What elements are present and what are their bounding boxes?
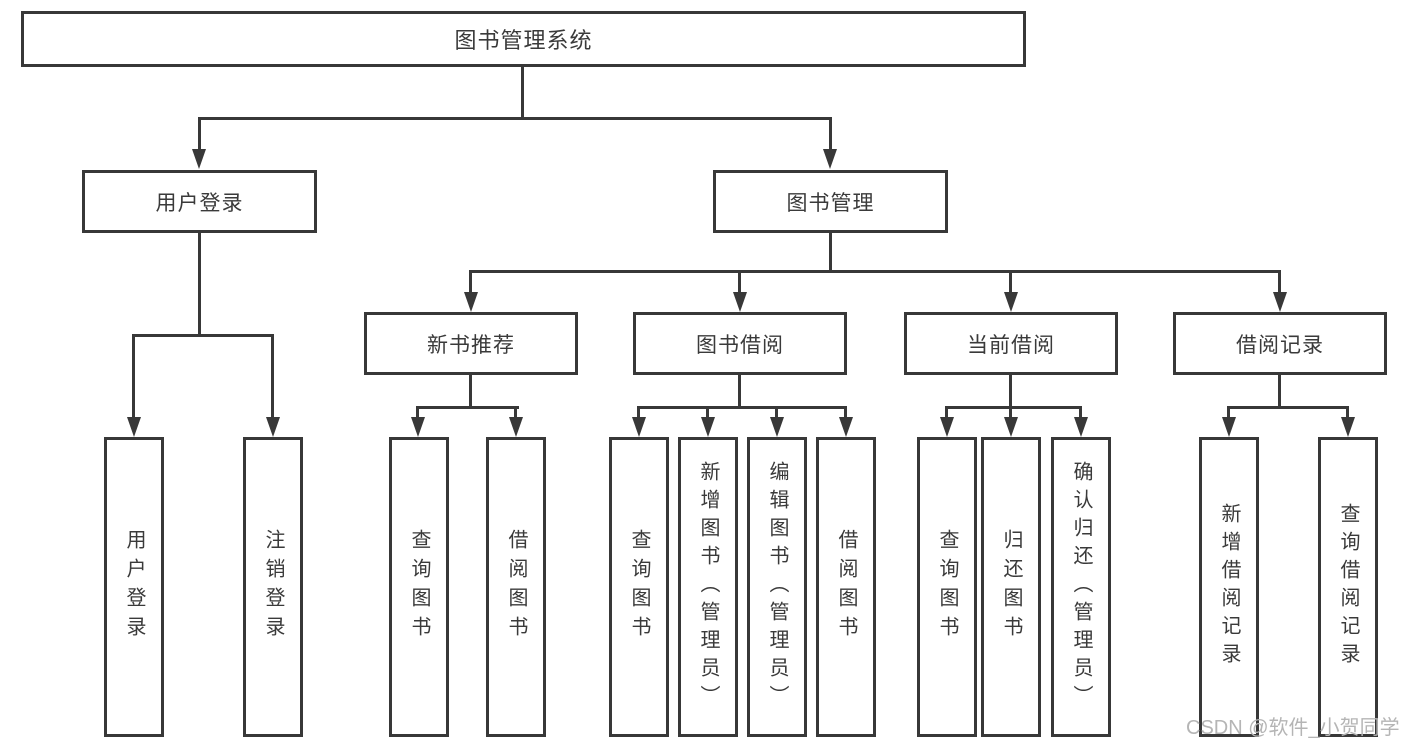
connector-line [198, 117, 832, 120]
connector-line [469, 374, 472, 409]
arrowhead-down [1074, 417, 1088, 437]
leaf-borrow-books: 借阅图书 [816, 437, 876, 737]
connector-line [1346, 406, 1349, 419]
connector-line [416, 406, 519, 409]
arrowhead-down [823, 149, 837, 169]
arrowhead-down [411, 417, 425, 437]
connector-line [829, 117, 832, 151]
connector-line [844, 406, 847, 419]
csdn-watermark: CSDN @软件_小贺同学 [1186, 717, 1400, 739]
node-book-management: 图书管理 [713, 170, 948, 233]
connector-line [514, 406, 517, 419]
connector-line [706, 406, 709, 419]
connector-line [198, 117, 201, 151]
connector-line [945, 406, 948, 419]
leaf-add-borrow-record-label: 新增借阅记录 [1218, 503, 1240, 671]
connector-line [738, 374, 741, 409]
connector-line [521, 67, 524, 120]
node-current-borrow-label: 当前借阅 [967, 333, 1055, 357]
arrowhead-down [1004, 292, 1018, 312]
node-new-book-recommend: 新书推荐 [364, 312, 578, 375]
leaf-logout-login-label: 注销登录 [262, 529, 284, 645]
node-user-login: 用户登录 [82, 170, 317, 233]
arrowhead-down [1222, 417, 1236, 437]
connector-line [1079, 406, 1082, 419]
connector-line [469, 270, 472, 294]
connector-line [1009, 406, 1012, 419]
connector-line [469, 270, 1281, 273]
connector-line [198, 232, 201, 337]
node-root: 图书管理系统 [21, 11, 1026, 67]
connector-line [738, 270, 741, 294]
connector-line [637, 406, 640, 419]
connector-line [132, 334, 274, 337]
arrowhead-down [632, 417, 646, 437]
node-new-book-recommend-label: 新书推荐 [427, 333, 515, 357]
arrowhead-down [1341, 417, 1355, 437]
leaf-borrow-books-recommend-label: 借阅图书 [505, 529, 527, 645]
leaf-add-borrow-record: 新增借阅记录 [1199, 437, 1259, 737]
leaf-user-login-label: 用户登录 [123, 529, 145, 645]
node-user-login-label: 用户登录 [155, 191, 244, 215]
leaf-borrow-books-label: 借阅图书 [835, 529, 857, 645]
leaf-add-books-admin-label: 新增图书（管理员） [697, 461, 719, 713]
connector-line [1227, 406, 1230, 419]
arrowhead-down [1273, 292, 1287, 312]
leaf-confirm-return-admin: 确认归还（管理员） [1051, 437, 1111, 737]
connector-line [1278, 270, 1281, 294]
leaf-edit-books-admin-label: 编辑图书（管理员） [766, 461, 788, 713]
connector-line [829, 232, 832, 273]
connector-line [1009, 374, 1012, 409]
connector-line [1009, 270, 1012, 294]
node-book-borrow-label: 图书借阅 [696, 333, 784, 357]
arrowhead-down [192, 149, 206, 169]
arrowhead-down [940, 417, 954, 437]
leaf-query-books-borrow: 查询图书 [609, 437, 669, 737]
node-book-borrow: 图书借阅 [633, 312, 847, 375]
connector-line [132, 334, 135, 419]
leaf-logout-login: 注销登录 [243, 437, 303, 737]
connector-line [1227, 406, 1349, 409]
leaf-return-books-label: 归还图书 [1000, 529, 1022, 645]
arrowhead-down [464, 292, 478, 312]
connector-line [945, 406, 1082, 409]
leaf-query-books-current-label: 查询图书 [936, 529, 958, 645]
connector-line [1278, 374, 1281, 409]
connector-line [637, 406, 847, 409]
node-current-borrow: 当前借阅 [904, 312, 1118, 375]
node-borrow-records: 借阅记录 [1173, 312, 1387, 375]
node-book-management-label: 图书管理 [786, 191, 875, 215]
arrowhead-down [266, 417, 280, 437]
arrowhead-down [1004, 417, 1018, 437]
leaf-query-borrow-record: 查询借阅记录 [1318, 437, 1378, 737]
leaf-query-books-current: 查询图书 [917, 437, 977, 737]
arrowhead-down [839, 417, 853, 437]
node-root-label: 图书管理系统 [454, 28, 593, 53]
leaf-edit-books-admin: 编辑图书（管理员） [747, 437, 807, 737]
leaf-confirm-return-admin-label: 确认归还（管理员） [1070, 461, 1092, 713]
leaf-query-books-recommend: 查询图书 [389, 437, 449, 737]
connector-line [416, 406, 419, 419]
leaf-add-books-admin: 新增图书（管理员） [678, 437, 738, 737]
leaf-query-books-recommend-label: 查询图书 [408, 529, 430, 645]
arrowhead-down [733, 292, 747, 312]
leaf-query-borrow-record-label: 查询借阅记录 [1337, 503, 1359, 671]
node-borrow-records-label: 借阅记录 [1236, 333, 1324, 357]
connector-line [775, 406, 778, 419]
arrowhead-down [127, 417, 141, 437]
connector-line [271, 334, 274, 419]
leaf-return-books: 归还图书 [981, 437, 1041, 737]
leaf-user-login: 用户登录 [104, 437, 164, 737]
leaf-borrow-books-recommend: 借阅图书 [486, 437, 546, 737]
arrowhead-down [701, 417, 715, 437]
arrowhead-down [770, 417, 784, 437]
leaf-query-books-borrow-label: 查询图书 [628, 529, 650, 645]
arrowhead-down [509, 417, 523, 437]
